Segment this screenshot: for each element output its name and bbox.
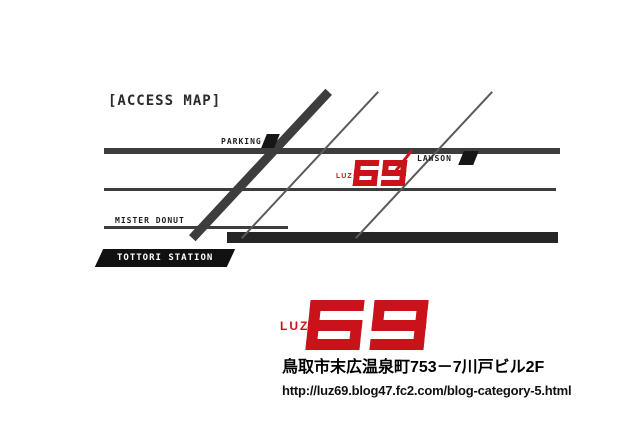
logo-digit-6-icon — [305, 300, 365, 350]
logo-digit-9-icon — [369, 300, 429, 350]
luz69-logo: LUZ 69 — [280, 300, 432, 350]
marker-luz-text: LUZ — [336, 173, 353, 180]
marker-digit-9-icon — [380, 160, 408, 186]
label-lawson: LAWSON — [417, 154, 452, 163]
label-mister-donut: MISTER DONUT — [115, 216, 185, 225]
road-horizontal-middle — [104, 188, 556, 191]
blog-url-link[interactable]: http://luz69.blog47.fc2.com/blog-categor… — [282, 383, 572, 398]
marker-digit-6-icon — [352, 160, 380, 186]
map-title: [ACCESS MAP] — [108, 93, 222, 109]
tottori-station-banner: TOTTORI STATION — [94, 249, 236, 267]
road-horizontal-top — [104, 148, 560, 154]
label-parking: PARKING — [221, 137, 262, 146]
road-station-street — [227, 232, 558, 243]
logo-luz-text: LUZ — [280, 319, 310, 333]
address-text: 鳥取市末広温泉町753－7川戸ビル2F — [282, 359, 545, 376]
luz69-map-marker: LUZ 69 — [336, 148, 418, 190]
tottori-station-label: TOTTORI STATION — [116, 253, 214, 263]
